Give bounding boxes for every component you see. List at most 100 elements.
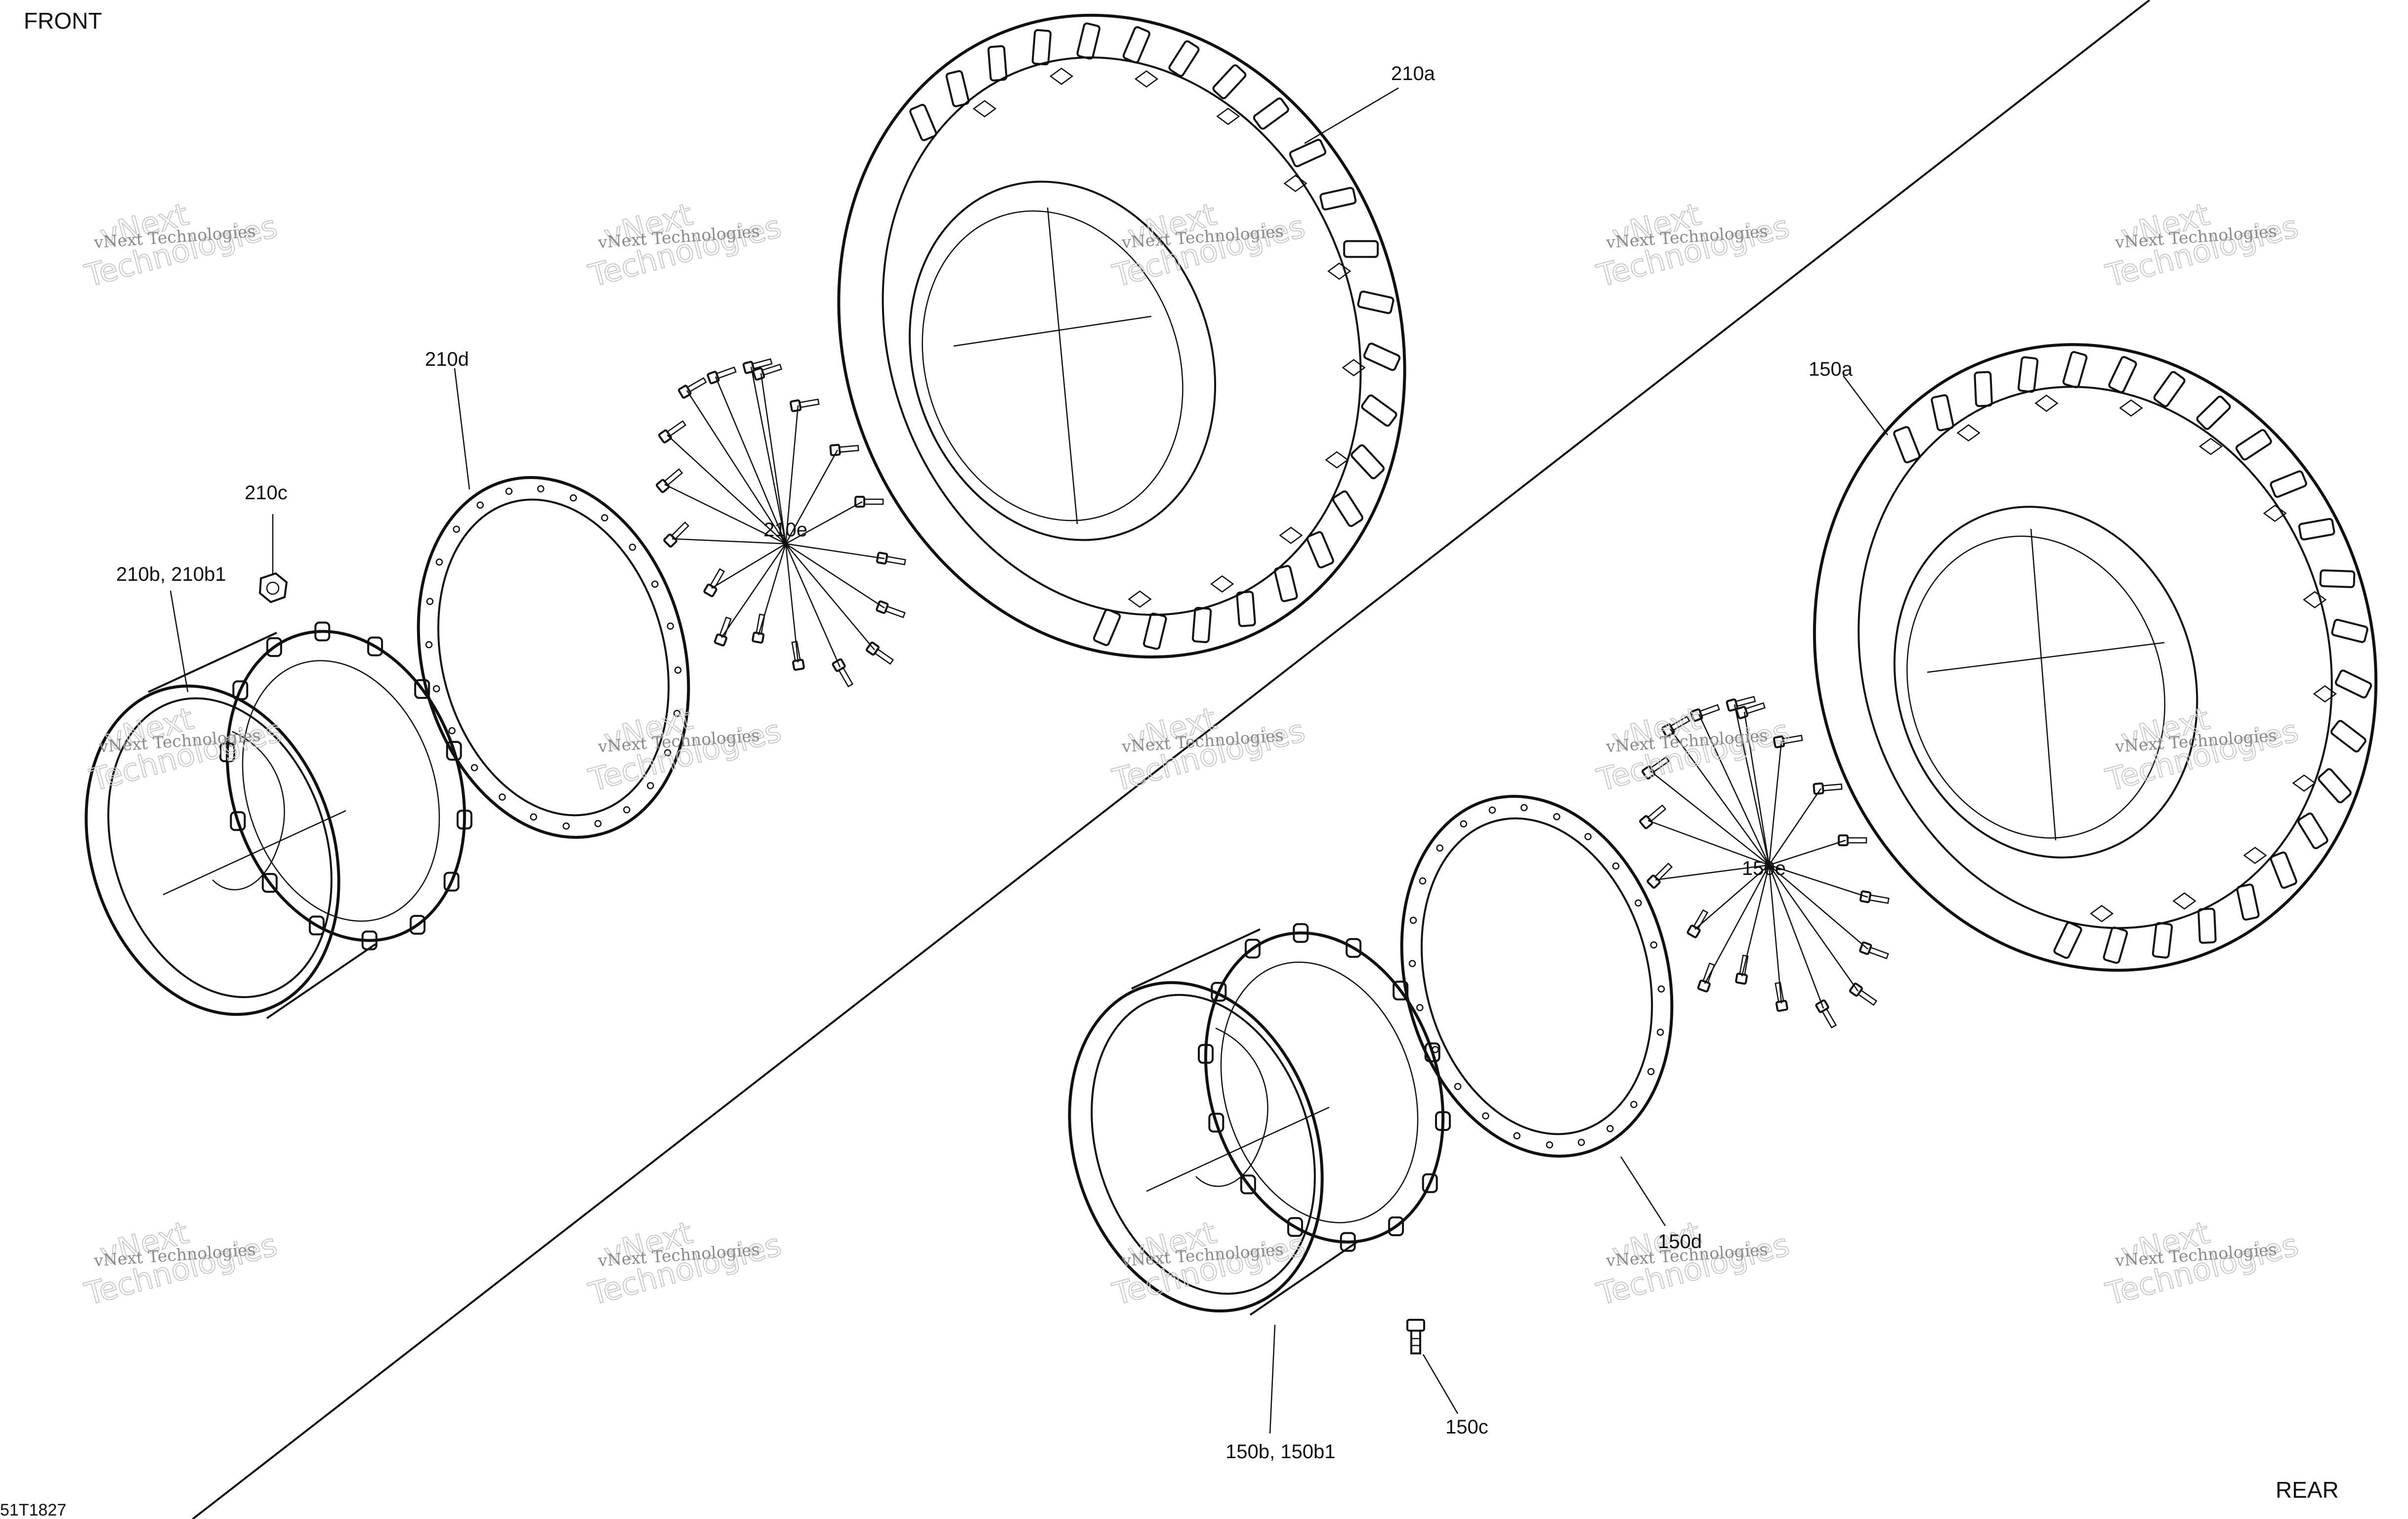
tread-lug xyxy=(972,100,997,118)
tread-block xyxy=(2335,669,2372,699)
bolt xyxy=(832,658,854,688)
bolt xyxy=(829,443,859,456)
bolt-leader xyxy=(1768,788,1822,866)
tread-lug xyxy=(2172,892,2197,910)
tread-block xyxy=(1289,138,1327,168)
tread-block xyxy=(2152,922,2173,959)
tread-block xyxy=(2270,470,2307,498)
rim-lug xyxy=(410,914,426,935)
tread-block xyxy=(2298,518,2335,541)
tread-lug xyxy=(2198,437,2223,455)
front-label: FRONT xyxy=(24,8,102,34)
bolt xyxy=(1639,804,1667,829)
ring-hole xyxy=(674,666,682,674)
front-ring-holes xyxy=(425,485,682,830)
bolt xyxy=(707,366,737,385)
rim-lug xyxy=(1435,1111,1451,1131)
bolt-leader xyxy=(1768,865,1824,1009)
rear-assembly xyxy=(1068,343,2378,1354)
bolt-leader xyxy=(667,434,786,544)
tread-block xyxy=(2153,371,2186,407)
ring-hole xyxy=(1657,985,1665,993)
front-bolts xyxy=(656,358,906,688)
tread-block xyxy=(1363,343,1401,371)
bolt-leader xyxy=(785,543,841,668)
tread-block xyxy=(2330,720,2366,753)
rim-lug xyxy=(1293,923,1309,943)
bolt xyxy=(703,568,725,598)
ring-hole xyxy=(1460,820,1468,827)
leader-lines xyxy=(169,87,1888,1434)
ring-hole xyxy=(1612,862,1620,870)
bolt xyxy=(714,616,732,647)
bolt xyxy=(854,496,884,508)
callout-150e: 150e xyxy=(1742,858,1786,879)
ring-hole xyxy=(505,487,513,495)
tread-lug xyxy=(2243,846,2267,865)
bolt-leader xyxy=(1769,865,1868,950)
rim-lug xyxy=(1340,1232,1356,1252)
bolt-leader xyxy=(785,543,875,651)
tread-block xyxy=(1361,394,1397,427)
tread-block xyxy=(1273,565,1298,603)
bolt xyxy=(1859,941,1889,959)
tread-block xyxy=(1142,612,1167,650)
tread-lug xyxy=(1283,174,1308,192)
tread-lug xyxy=(1134,70,1159,88)
front-tire xyxy=(837,13,1406,659)
ring-hole xyxy=(601,514,608,521)
bolt xyxy=(865,641,894,665)
tread-block xyxy=(1343,240,1379,258)
tread-block xyxy=(1191,607,1212,644)
rim-lug xyxy=(367,636,383,656)
tread-lug xyxy=(2090,905,2114,922)
ring-hole xyxy=(499,793,506,801)
rim-lug xyxy=(266,637,282,657)
rear-rim-lugs xyxy=(1198,923,1451,1252)
bolt xyxy=(752,613,765,644)
ring-hole xyxy=(453,525,460,533)
ring-hole xyxy=(1432,1046,1439,1053)
bolt xyxy=(876,600,906,618)
ring-hole xyxy=(1408,960,1416,967)
bolt-leader xyxy=(1768,865,1859,992)
bolt-leader xyxy=(1769,839,1846,866)
bolt xyxy=(876,552,906,565)
bolt-leader xyxy=(672,538,786,545)
bolt-leader xyxy=(785,543,885,609)
tread-block xyxy=(1974,371,1993,407)
tread-lug xyxy=(2263,504,2287,522)
bolt-leader xyxy=(785,543,799,663)
bolt xyxy=(658,420,687,444)
ring-hole xyxy=(1546,1141,1554,1149)
tread-block xyxy=(2196,395,2231,430)
rim-lug xyxy=(1198,1044,1214,1064)
tread-block xyxy=(1319,187,1357,211)
ring-hole xyxy=(570,494,577,502)
tread-lug xyxy=(2119,399,2143,417)
tread-lug xyxy=(2303,591,2327,608)
tread-lug xyxy=(1049,67,1074,85)
bolt-leader xyxy=(785,543,885,560)
bolt xyxy=(1735,702,1766,720)
tread-block xyxy=(1931,394,1954,432)
bolt-leader xyxy=(1768,865,1782,1004)
tread-block xyxy=(1093,608,1121,646)
callout-150c: 150c xyxy=(1445,1416,1488,1438)
bolt-leader xyxy=(785,405,799,544)
bolt xyxy=(1641,756,1670,780)
tread-lug xyxy=(1128,590,1152,608)
rim-lug xyxy=(361,930,378,951)
bolt-leader xyxy=(664,483,786,545)
tread-lug xyxy=(2292,774,2316,792)
tread-block xyxy=(2297,812,2328,849)
rim-lug xyxy=(1388,1216,1404,1236)
rear-rim xyxy=(1068,923,1451,1316)
bolt-leader xyxy=(1655,864,1770,881)
ring-hole xyxy=(433,685,440,693)
bolt xyxy=(663,521,690,548)
rim-lug xyxy=(1244,939,1261,959)
ring-hole xyxy=(594,820,602,827)
front-nut xyxy=(258,572,288,604)
bolt-leader xyxy=(1741,865,1770,977)
